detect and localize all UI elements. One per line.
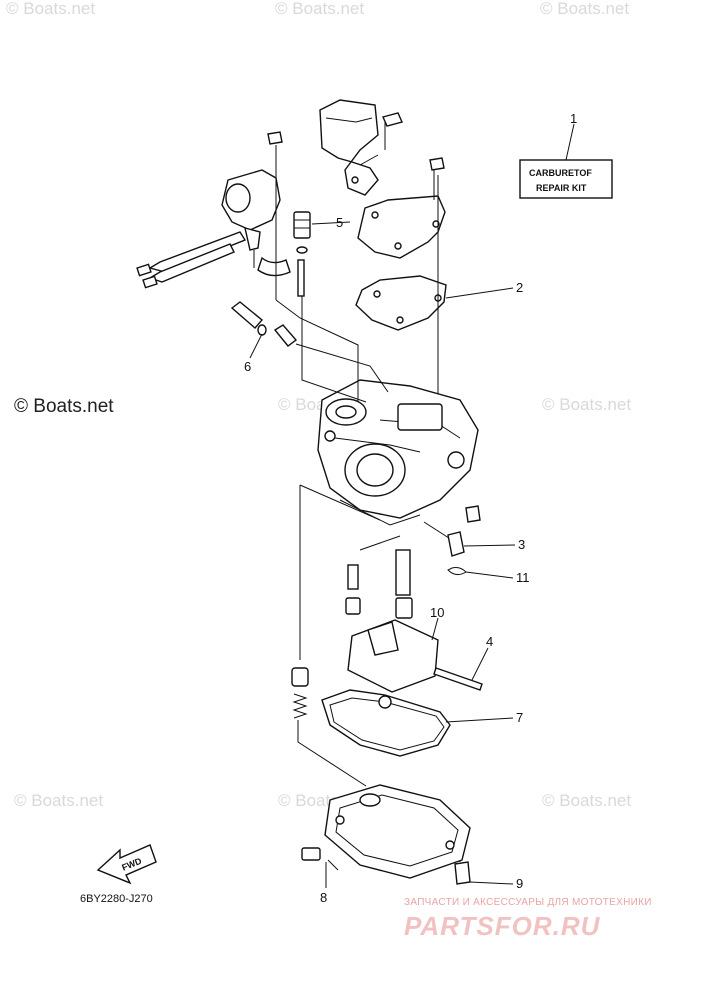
spring-cap (291, 667, 309, 719)
gasket-plates (355, 157, 447, 425)
carburetor-body (317, 379, 479, 526)
float-bowl-gasket (321, 689, 451, 757)
kit-label-line2: REPAIR KIT (536, 183, 587, 193)
watermark-boats-dark: © Boats.net (14, 396, 114, 417)
callout-8: 8 (320, 890, 327, 905)
callout-2: 2 (516, 280, 523, 295)
assembly-guide-lines (275, 296, 461, 862)
watermark-boats: © Boats.net (275, 0, 364, 18)
diagram-code: 6BY2280-J270 (80, 893, 153, 905)
callout-7: 7 (516, 710, 523, 725)
callout-1: 1 (570, 111, 577, 126)
jet-parts (230, 211, 311, 347)
callout-10: 10 (430, 605, 444, 620)
callout-11: 11 (516, 570, 530, 585)
callout-leaders (249, 221, 516, 888)
watermark-boats: © Boats.net (542, 791, 631, 810)
brand-tagline: ЗАПЧАСТИ И АКСЕССУАРЫ ДЛЯ МОТОТЕХНИКИ (404, 897, 652, 908)
repair-kit-box: CARBURETOF REPAIR KIT (519, 123, 613, 199)
top-cover-bracket (319, 99, 403, 196)
callout-9: 9 (516, 876, 523, 891)
callouts: 1 2 3 4 5 6 7 8 9 10 11 (244, 111, 577, 905)
choke-assembly (136, 131, 291, 300)
fwd-arrow-icon: FWD (96, 844, 157, 885)
partsfor-branding: ЗАПЧАСТИ И АКСЕССУАРЫ ДЛЯ МОТОТЕХНИКИ PA… (404, 897, 652, 941)
callout-4: 4 (486, 634, 493, 649)
callout-5: 5 (336, 215, 343, 230)
watermark-boats: © Boats.net (14, 791, 103, 810)
float-assembly (345, 505, 483, 693)
watermark-boats: © Boats.net (6, 0, 95, 18)
watermark-boats: © Boats.net (540, 0, 629, 18)
watermarks: © Boats.net © Boats.net © Boats.net © Bo… (6, 0, 631, 810)
callout-3: 3 (518, 537, 525, 552)
kit-label-line1: CARBURETOF (529, 168, 592, 178)
callout-6: 6 (244, 359, 251, 374)
watermark-boats: © Boats.net (542, 395, 631, 414)
float-bowl (301, 784, 471, 885)
brand-logo: PARTSFOR.RU (404, 911, 601, 941)
